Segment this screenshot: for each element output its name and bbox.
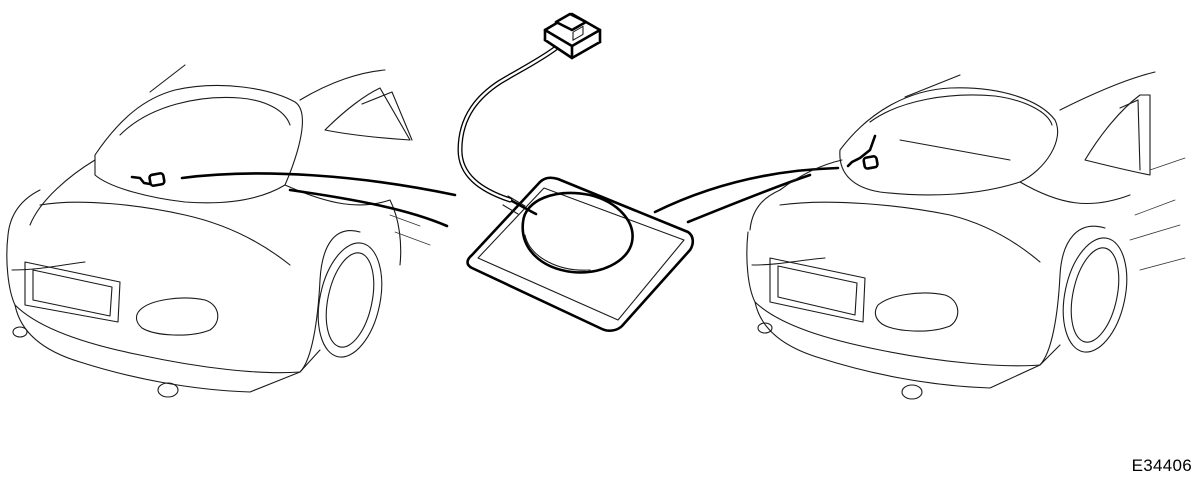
left-exhaust-2 xyxy=(157,382,179,398)
left-roof-edge xyxy=(299,69,386,101)
figure-reference-code: E34406 xyxy=(1131,456,1192,475)
left-antenna-cable xyxy=(130,175,152,186)
antenna-connector xyxy=(543,12,602,60)
right-roof-line xyxy=(904,74,961,98)
right-antenna-cable xyxy=(846,134,877,168)
left-rear-bumper-top xyxy=(6,234,321,374)
antenna-base-pad-inner xyxy=(477,187,685,321)
left-exhaust-1 xyxy=(12,326,28,338)
right-exhaust-2 xyxy=(901,384,923,400)
antenna-module-illustration xyxy=(457,12,695,332)
antenna-cable xyxy=(457,45,559,203)
right-rear-bumper-top xyxy=(746,231,1061,367)
left-rear-window-inner xyxy=(119,96,291,136)
right-side-window-frame xyxy=(1119,99,1141,171)
left-rear-panel-line xyxy=(11,261,86,271)
right-c-pillar xyxy=(1019,181,1131,205)
left-roof-line xyxy=(149,64,186,93)
left-licence-plate xyxy=(24,261,121,323)
left-antenna-location-icon xyxy=(148,172,166,187)
right-rear-wheel xyxy=(1062,237,1128,353)
left-rear-fender xyxy=(7,189,41,236)
left-c-pillar xyxy=(284,184,402,266)
left-rear-wheel-inner xyxy=(325,252,375,348)
right-rear-window-inner xyxy=(869,94,1053,126)
left-side-window-frame xyxy=(361,91,413,141)
right-rear-bumper xyxy=(754,301,1041,389)
left-side-window xyxy=(324,87,411,141)
right-licence-plate xyxy=(769,257,866,323)
right-rear-fender xyxy=(749,189,781,231)
left-trunk-lid xyxy=(39,201,291,266)
left-tail-lamp xyxy=(135,297,219,336)
right-motion-line xyxy=(1149,157,1186,171)
left-licence-plate-inner xyxy=(32,269,113,317)
left-leader-line-upper xyxy=(180,172,457,197)
right-licence-plate-inner xyxy=(777,265,858,316)
right-rear-wheel-inner xyxy=(1070,247,1120,343)
antenna-cable-highlight xyxy=(458,46,558,202)
right-car-illustration xyxy=(746,71,1186,400)
right-exhaust-1 xyxy=(757,322,773,334)
right-rear-window xyxy=(839,87,1059,196)
right-tail-lamp xyxy=(874,292,959,332)
right-side-window xyxy=(1084,94,1151,176)
left-rear-bumper xyxy=(14,304,301,393)
left-rear-window xyxy=(94,85,303,204)
right-heater-line xyxy=(899,139,1011,161)
antenna-puck xyxy=(521,191,634,274)
antenna-base-pad xyxy=(466,176,695,332)
left-trunk-edge xyxy=(29,159,96,226)
left-car-illustration xyxy=(6,64,431,398)
right-motion-line xyxy=(1129,224,1181,241)
right-trunk-edge xyxy=(779,159,843,191)
right-leader-line-lower xyxy=(686,173,812,224)
right-wheel-arch xyxy=(1039,225,1106,366)
right-roof-edge xyxy=(1059,71,1156,111)
left-rear-wheel xyxy=(317,242,383,358)
right-antenna-location-icon xyxy=(862,155,879,170)
left-wheel-arch xyxy=(299,230,361,373)
right-motion-line xyxy=(1134,199,1176,216)
left-leader-line-lower xyxy=(288,188,449,228)
right-motion-line xyxy=(1139,257,1186,271)
left-motion-line xyxy=(394,231,431,246)
right-trunk-lid xyxy=(779,201,1041,263)
left-motion-line xyxy=(389,214,421,227)
antenna-puck-shadow xyxy=(524,234,591,271)
